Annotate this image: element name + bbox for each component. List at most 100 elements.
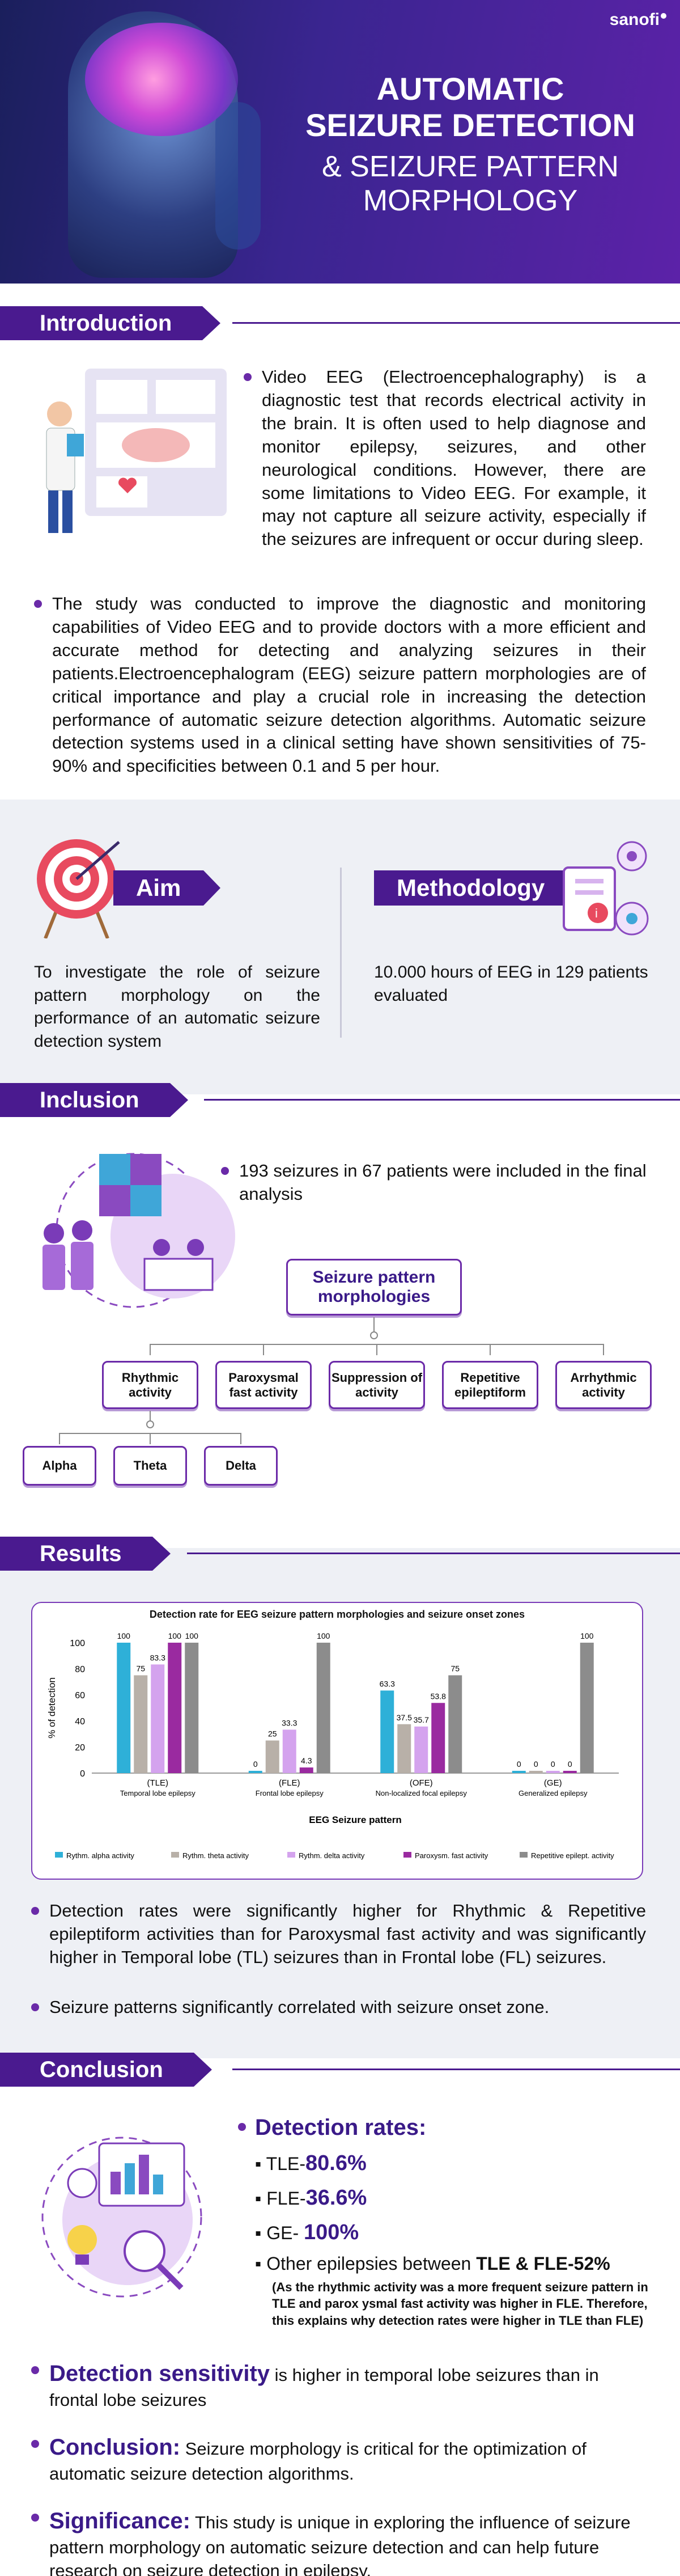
rhythmic-activity-box: Rhythmic activity xyxy=(102,1361,198,1409)
rate-ge: ▪ GE- 100% xyxy=(255,2220,359,2244)
legend-swatch xyxy=(171,1852,179,1858)
rate-other: ▪ Other epilepsies between TLE & FLE-52% xyxy=(255,2253,610,2274)
y-tick-label: 80 xyxy=(75,1665,85,1674)
results-section: Results Detection rate for EEG seizure p… xyxy=(0,1537,680,2058)
divider xyxy=(340,868,342,1038)
bar-value-label: 0 xyxy=(517,1759,521,1769)
bar-value-label: 75 xyxy=(450,1664,460,1673)
theta-box: Theta xyxy=(113,1446,187,1486)
x-category-sublabel: Frontal lobe epilepsy xyxy=(256,1789,324,1797)
chart-bar xyxy=(316,1643,330,1773)
svg-text:i: i xyxy=(595,906,598,920)
bar-value-label: 35.7 xyxy=(414,1715,429,1724)
alpha-box: Alpha xyxy=(23,1446,96,1486)
introduction-section: Introduction Video EEG (Electroencephalo… xyxy=(0,284,680,800)
chart-bar xyxy=(151,1664,165,1773)
delta-box: Delta xyxy=(204,1446,278,1486)
detection-rate-chart: Detection rate for EEG seizure pattern m… xyxy=(31,1602,643,1880)
inclusion-section: Inclusion 193 seizures in 67 patients we… xyxy=(0,1083,680,1548)
y-tick-label: 60 xyxy=(75,1691,85,1701)
aim-methodology-section: Aim To investigate the role of seizure p… xyxy=(0,800,680,1094)
x-category-sublabel: Non-localized focal epilepsy xyxy=(376,1789,468,1797)
methodology-icon: i xyxy=(563,841,649,936)
intro-paragraph-2: The study was conducted to improve the d… xyxy=(34,593,646,778)
intro-paragraph-1: Video EEG (Electroencephalography) is a … xyxy=(244,366,646,551)
suppression-of-activity-box: Suppression of activity xyxy=(329,1361,425,1409)
y-tick-label: 40 xyxy=(75,1717,85,1727)
introduction-heading: Introduction xyxy=(0,306,221,340)
chart-bar xyxy=(580,1643,594,1773)
face-shape xyxy=(215,102,261,249)
y-axis-label: % of detection xyxy=(46,1677,57,1739)
bar-value-label: 100 xyxy=(580,1631,594,1640)
legend-swatch xyxy=(287,1852,295,1858)
conclusion-heading: Conclusion xyxy=(0,2053,212,2087)
bar-value-label: 0 xyxy=(534,1759,538,1769)
paroxysmal-fast-activity-box: Paroxysmal fast activity xyxy=(215,1361,312,1409)
chart-title: Detection rate for EEG seizure pattern m… xyxy=(149,1609,525,1620)
bar-value-label: 63.3 xyxy=(380,1679,395,1688)
morphologies-root-box: Seizure pattern morphologies xyxy=(286,1259,462,1316)
bar-value-label: 0 xyxy=(551,1759,555,1769)
bar-value-label: 25 xyxy=(268,1729,277,1739)
chart-bar xyxy=(282,1729,296,1773)
conclusion-illustration xyxy=(41,2137,202,2298)
target-icon xyxy=(37,839,120,938)
x-category-label: (TLE) xyxy=(147,1778,169,1788)
chart-bar xyxy=(448,1675,462,1773)
arrhythmic-activity-box: Arrhythmic activity xyxy=(555,1361,652,1409)
title-main: AUTOMATIC SEIZURE DETECTION xyxy=(305,71,635,143)
significance-statement: Significance: This study is unique in ex… xyxy=(31,2506,649,2576)
chart-bar xyxy=(117,1643,131,1773)
rate-tle: ▪ TLE-80.6% xyxy=(255,2151,367,2175)
bar-value-label: 37.5 xyxy=(397,1713,412,1722)
conclusion-section: Conclusion Detection rates: ▪ TLE-80.6% … xyxy=(0,2053,680,2576)
results-bullet-2: Seizure patterns significantly correlate… xyxy=(31,1996,646,2019)
aim-text: To investigate the role of seizure patte… xyxy=(34,963,320,1051)
results-heading: Results xyxy=(0,1537,170,1571)
chart-bar xyxy=(134,1675,148,1773)
chart-bar xyxy=(185,1643,199,1773)
title-sub: & SEIZURE PATTERN MORPHOLOGY xyxy=(322,150,619,217)
hero-banner: sanofi AUTOMATIC SEIZURE DETECTION & SEI… xyxy=(0,0,680,284)
chart-bar xyxy=(563,1771,577,1773)
x-axis-label: EEG Seizure pattern xyxy=(309,1814,401,1825)
legend-label: Paroxysm. fast activity xyxy=(415,1851,488,1860)
rates-block: Detection rates: ▪ TLE-80.6% ▪ FLE-36.6%… xyxy=(238,2115,657,2329)
conclusion-statement: Conclusion: Seizure morphology is critic… xyxy=(31,2433,649,2486)
results-bullet-1: Detection rates were significantly highe… xyxy=(31,1900,646,1969)
y-tick-label: 100 xyxy=(70,1639,85,1648)
bar-value-label: 4.3 xyxy=(301,1756,312,1765)
bar-value-label: 100 xyxy=(168,1631,182,1640)
x-category-label: (FLE) xyxy=(279,1778,300,1788)
bar-value-label: 100 xyxy=(317,1631,330,1640)
legend-swatch xyxy=(520,1852,528,1858)
chart-bar xyxy=(299,1767,313,1773)
rates-note: (As the rhythmic activity was a more fre… xyxy=(272,2279,648,2328)
chart-bar xyxy=(512,1771,526,1773)
bar-value-label: 0 xyxy=(568,1759,572,1769)
chart-bar xyxy=(397,1724,411,1773)
patients-puzzle-illustration xyxy=(42,1153,235,1308)
sensitivity-statement: Detection sensitivity is higher in tempo… xyxy=(31,2359,649,2412)
inclusion-text: 193 seizures in 67 patients were include… xyxy=(221,1160,652,1206)
legend-label: Rythm. theta activity xyxy=(182,1851,249,1860)
rate-fle: ▪ FLE-36.6% xyxy=(255,2185,367,2210)
repetitive-epileptiform-box: Repetitive epileptiform xyxy=(442,1361,538,1409)
chart-bar xyxy=(248,1771,262,1773)
sanofi-logo[interactable]: sanofi xyxy=(610,10,666,29)
bar-value-label: 53.8 xyxy=(431,1691,446,1701)
bar-value-label: 100 xyxy=(117,1631,131,1640)
legend-label: Rythm. delta activity xyxy=(299,1851,365,1860)
bar-value-label: 100 xyxy=(185,1631,199,1640)
bar-value-label: 75 xyxy=(136,1664,145,1673)
chart-bar xyxy=(414,1726,428,1773)
legend-label: Rythm. alpha activity xyxy=(66,1851,134,1860)
methodology-heading: Methodology xyxy=(374,870,585,906)
chart-bar xyxy=(380,1690,394,1773)
x-category-label: (GE) xyxy=(544,1778,562,1788)
rates-heading: Detection rates: xyxy=(238,2115,657,2141)
glowing-brain-icon xyxy=(85,23,238,136)
rates-list: ▪ TLE-80.6% ▪ FLE-36.6% ▪ GE- 100% ▪ Oth… xyxy=(255,2146,657,2279)
